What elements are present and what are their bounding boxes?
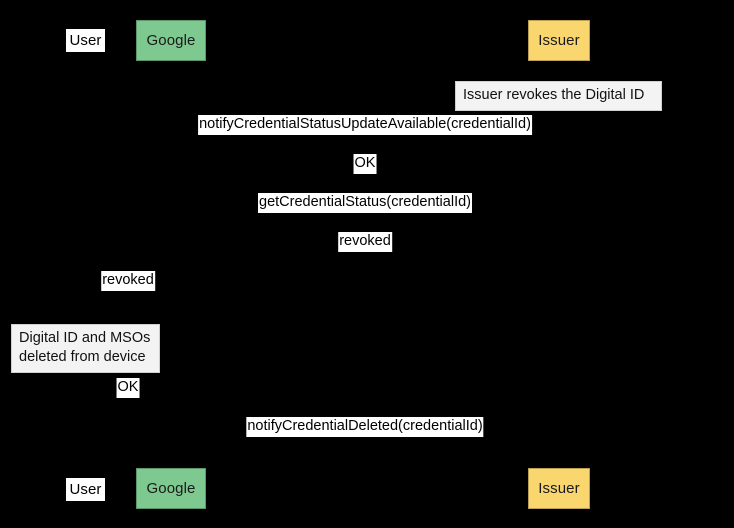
participant-issuer-bottom[interactable]: Issuer (528, 468, 590, 509)
lifeline-issuer (559, 61, 560, 468)
participant-user-top[interactable]: User (66, 29, 105, 52)
lifeline-google (171, 61, 172, 468)
note-note-deleted-from-device: Digital ID and MSOs deleted from device (11, 324, 160, 373)
message-label-msg-revoked-2: revoked (101, 271, 155, 291)
arrow-head-msg-notify-status-update (171, 130, 179, 138)
note-note-issuer-revokes: Issuer revokes the Digital ID (455, 81, 662, 111)
arrow-head-msg-revoked-2 (85, 286, 93, 294)
arrow-head-msg-get-credential-status (551, 208, 559, 216)
participant-google-top[interactable]: Google (136, 20, 206, 61)
lifeline-user (85, 52, 86, 478)
message-label-msg-notify-status-update: notifyCredentialStatusUpdateAvailable(cr… (198, 115, 532, 135)
arrow-head-msg-ok-1 (551, 169, 559, 177)
arrow-head-msg-ok-2 (163, 393, 171, 401)
message-label-msg-notify-credential-deleted: notifyCredentialDeleted(credentialId) (246, 417, 484, 437)
participant-user-bottom[interactable]: User (66, 478, 105, 501)
participant-google-bottom[interactable]: Google (136, 468, 206, 509)
participant-issuer-top[interactable]: Issuer (528, 20, 590, 61)
message-label-msg-ok-1: OK (353, 154, 377, 174)
message-label-msg-revoked-1: revoked (338, 232, 392, 252)
message-label-msg-ok-2: OK (116, 378, 140, 398)
arrow-head-msg-revoked-1 (171, 247, 179, 255)
arrow-head-msg-notify-credential-deleted (551, 432, 559, 440)
message-label-msg-get-credential-status: getCredentialStatus(credentialId) (258, 193, 472, 213)
